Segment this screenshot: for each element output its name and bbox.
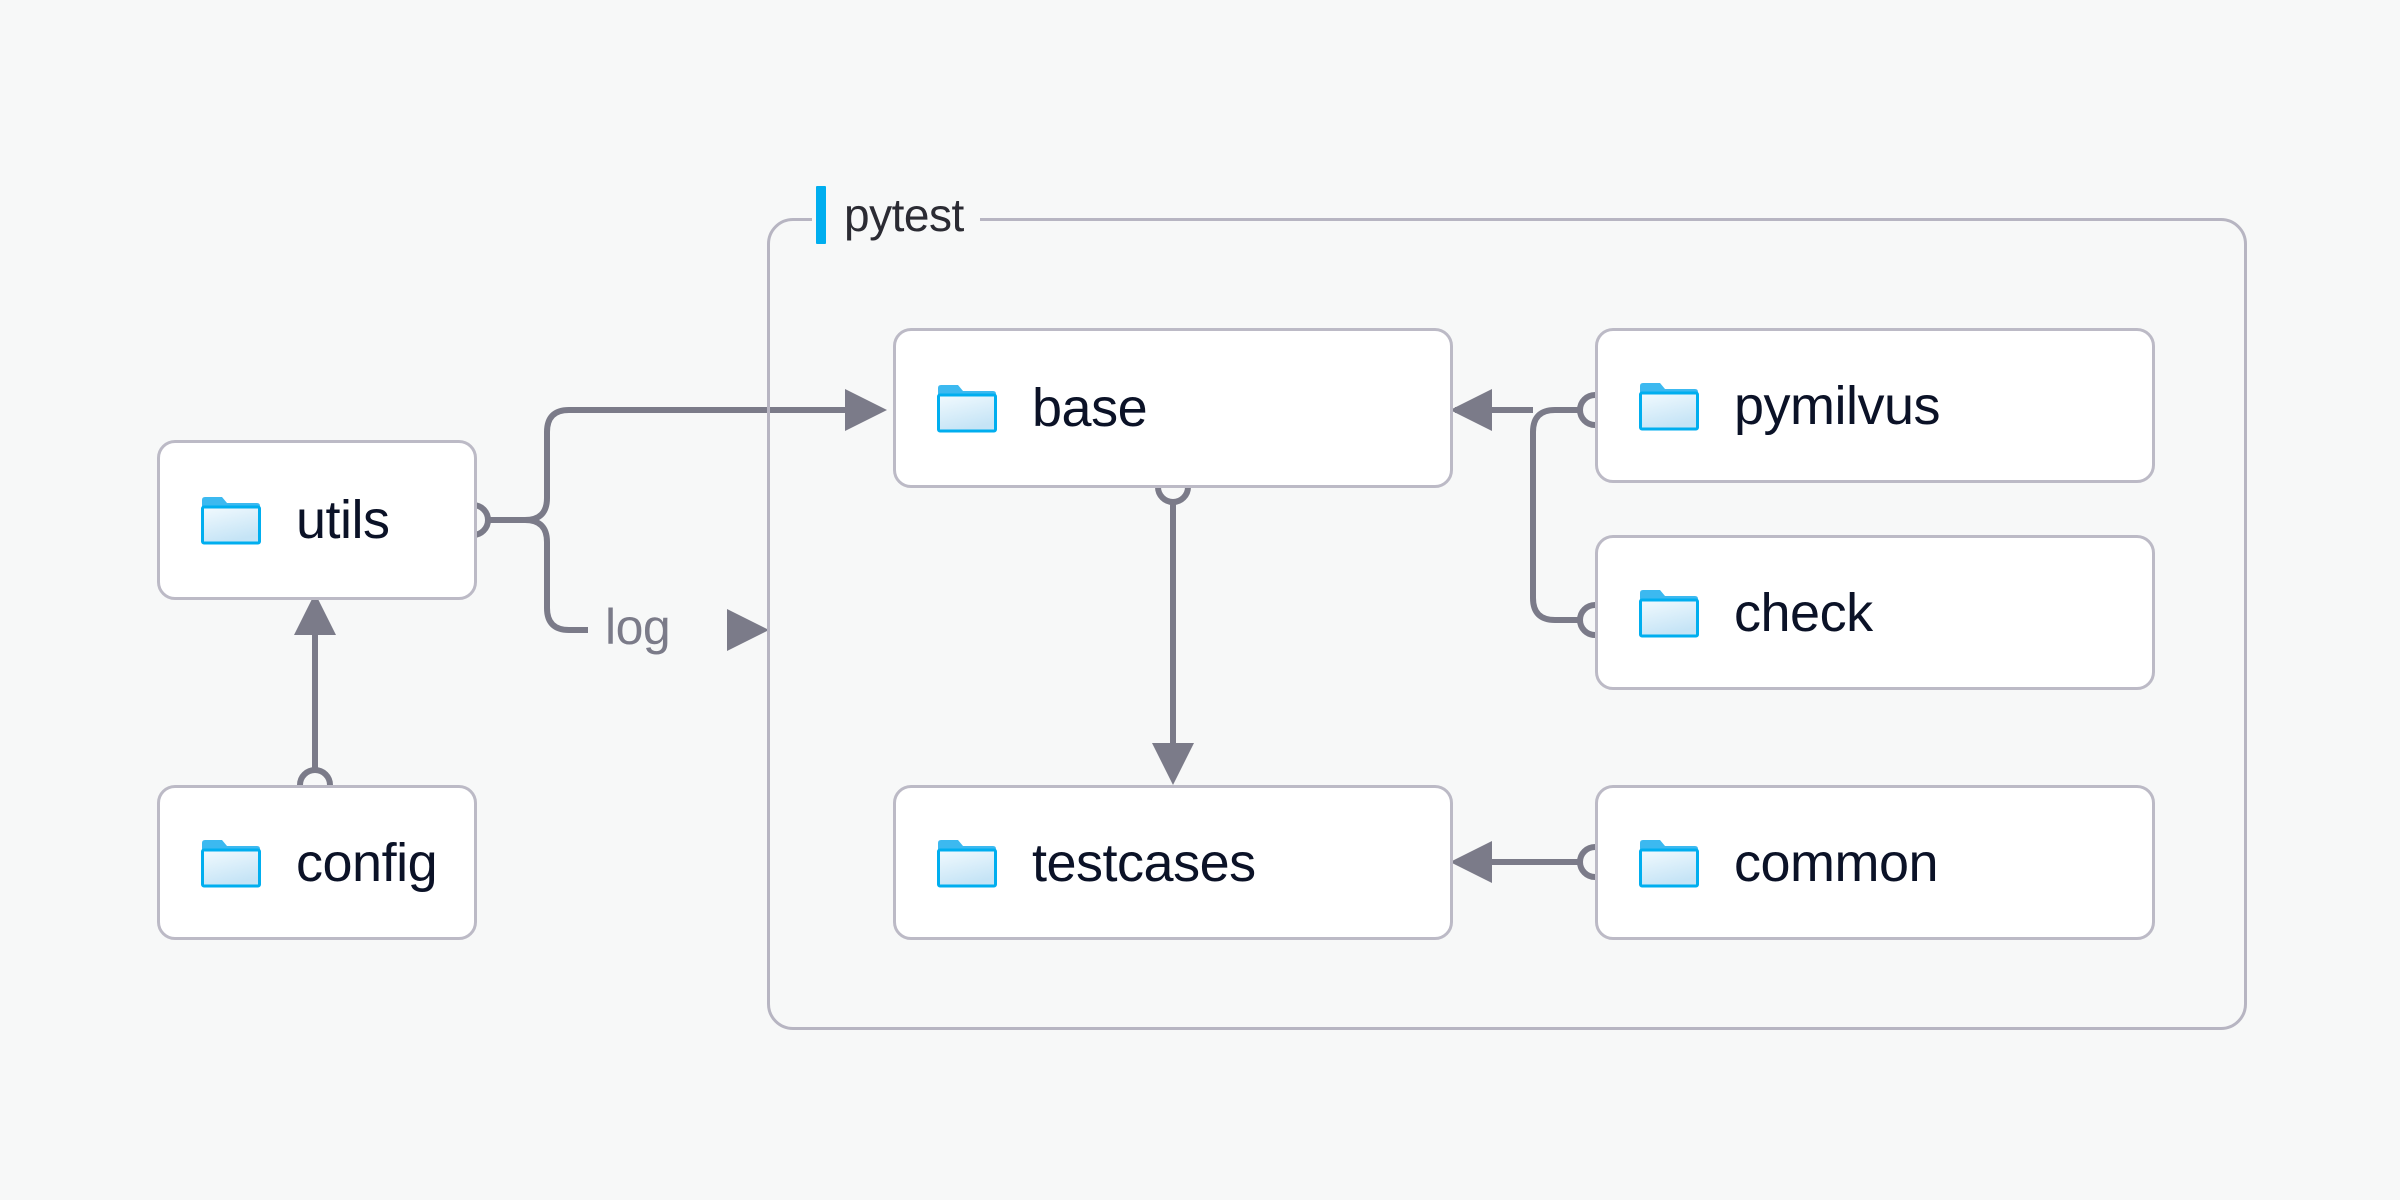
folder-icon xyxy=(1639,382,1699,430)
accent-bar-icon xyxy=(816,186,826,244)
node-label: utils xyxy=(296,490,390,550)
node-label: base xyxy=(1032,378,1148,438)
node-config[interactable]: config xyxy=(157,785,477,940)
edge-label-log: log xyxy=(605,599,671,655)
node-check[interactable]: check xyxy=(1595,535,2155,690)
node-pymilvus[interactable]: pymilvus xyxy=(1595,328,2155,483)
node-label: pymilvus xyxy=(1734,375,1941,436)
group-label-pytest: pytest xyxy=(812,185,980,245)
node-label: common xyxy=(1734,832,1939,893)
node-label: check xyxy=(1734,582,1873,643)
node-testcases[interactable]: testcases xyxy=(893,785,1453,940)
node-label: testcases xyxy=(1032,832,1256,893)
group-label-text: pytest xyxy=(844,189,964,241)
node-label: config xyxy=(296,832,438,893)
node-utils[interactable]: utils xyxy=(157,440,477,600)
folder-icon xyxy=(937,839,997,887)
folder-icon xyxy=(201,839,261,887)
node-base[interactable]: base xyxy=(893,328,1453,488)
folder-icon xyxy=(1639,589,1699,637)
group-container-pytest xyxy=(767,218,2247,1030)
folder-icon xyxy=(937,385,997,433)
folder-icon xyxy=(201,497,261,545)
folder-icon xyxy=(1639,839,1699,887)
node-common[interactable]: common xyxy=(1595,785,2155,940)
edge-utils-to-log xyxy=(524,517,588,633)
